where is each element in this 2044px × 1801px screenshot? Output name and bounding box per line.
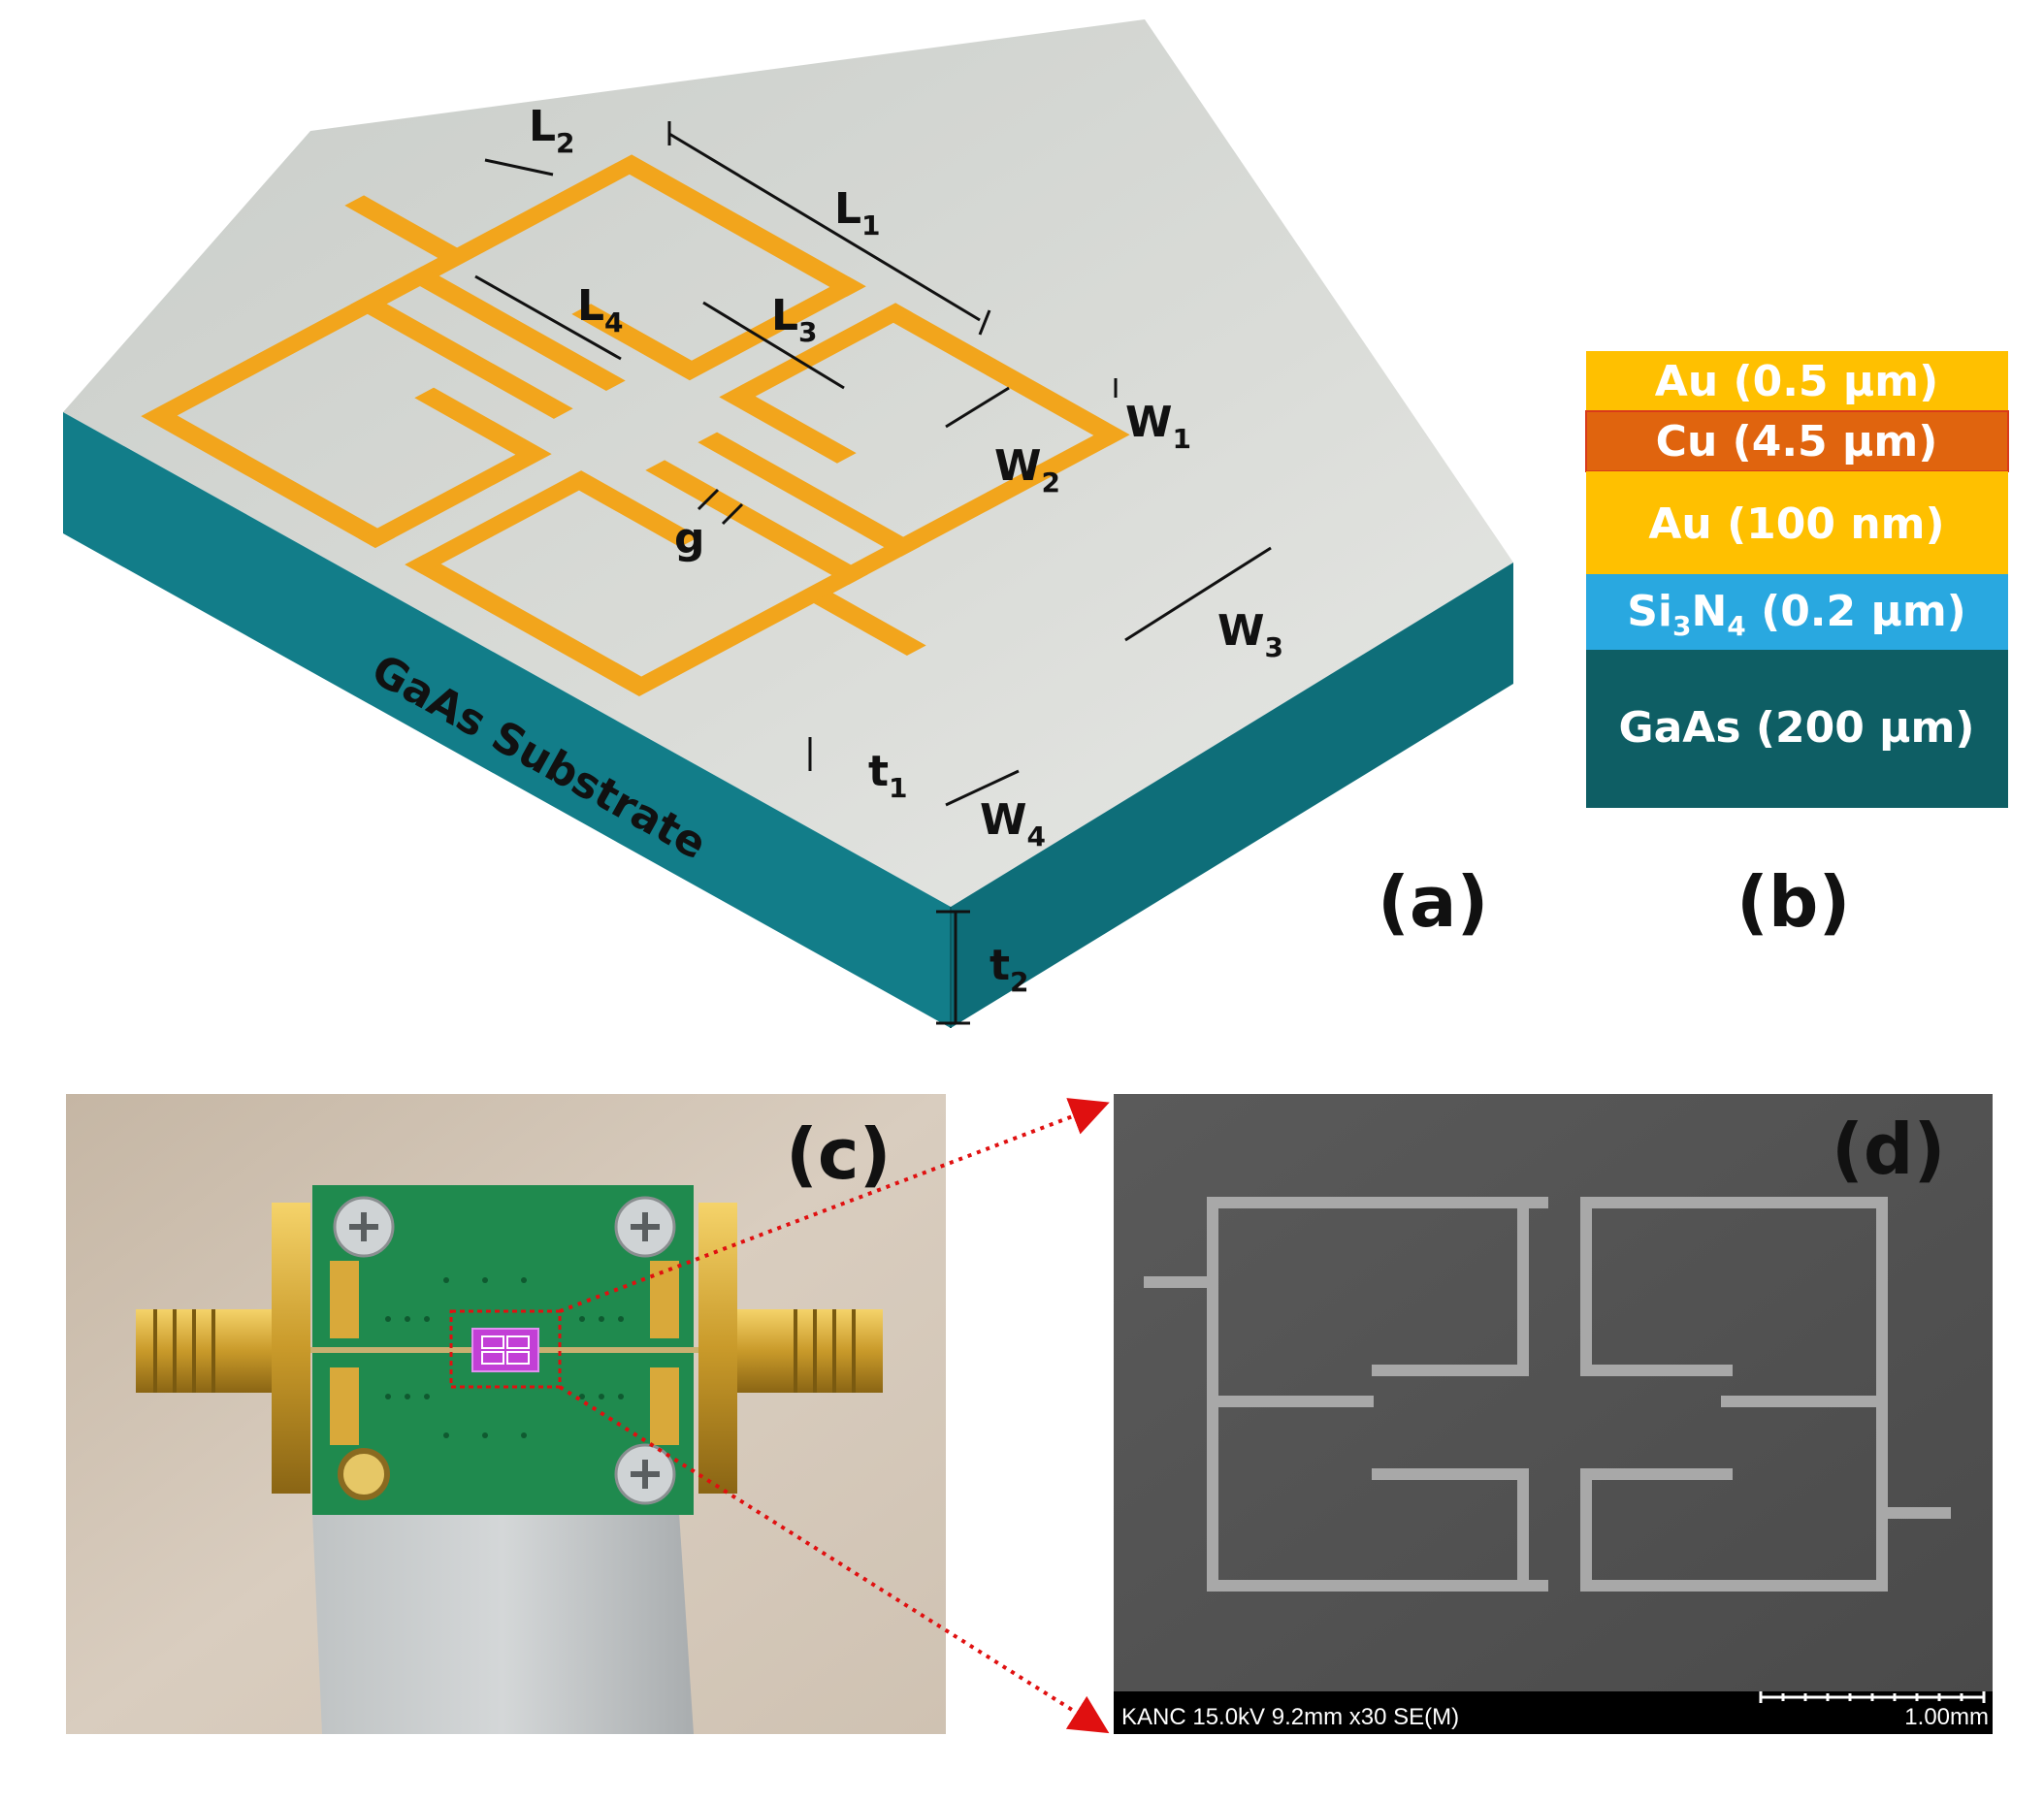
label-L4: L4 bbox=[577, 281, 624, 338]
label-W2: W2 bbox=[994, 441, 1060, 498]
sma-connector-right-icon bbox=[737, 1309, 883, 1393]
label-t2: t2 bbox=[990, 941, 1029, 998]
layer-au-seed-label: Au (100 nm) bbox=[1648, 499, 1944, 549]
sem-resonator bbox=[1144, 1197, 1951, 1592]
layer-si3n4-label: Si3N4 (0.2 µm) bbox=[1627, 587, 1966, 642]
layer-au-top-label: Au (0.5 µm) bbox=[1655, 357, 1938, 406]
fixture-block bbox=[312, 1513, 694, 1734]
panel-d-sem-image: KANC 15.0kV 9.2mm x30 SE(M) 1.00mm (d) bbox=[1114, 1094, 1993, 1734]
panel-c-photo: (c) bbox=[66, 1094, 946, 1734]
zoom-arrows bbox=[558, 1098, 1110, 1734]
substrate-front-face bbox=[63, 412, 951, 1028]
layer-gaas-label: GaAs (200 µm) bbox=[1619, 703, 1975, 753]
screw-icons bbox=[333, 1196, 676, 1505]
label-W4: W4 bbox=[980, 795, 1046, 852]
dimension-markers bbox=[474, 121, 1272, 1025]
layer-au-seed bbox=[1586, 471, 2008, 574]
device-chip bbox=[471, 1328, 539, 1372]
panel-label-d: (d) bbox=[1832, 1109, 1945, 1190]
layer-cu-label: Cu (4.5 µm) bbox=[1656, 417, 1938, 466]
panel-label-c: (c) bbox=[786, 1113, 892, 1195]
label-L1: L1 bbox=[834, 184, 881, 241]
layer-si3n4 bbox=[1586, 574, 2008, 650]
label-t1: t1 bbox=[868, 747, 908, 804]
panel-a-3d-model: L2 L1 L4 L3 W1 W2 g W3 t1 W4 t2 GaAs Sub… bbox=[63, 19, 1513, 1028]
label-L2: L2 bbox=[529, 102, 575, 159]
sem-scale-text: 1.00mm bbox=[1904, 1704, 1989, 1730]
layer-cu bbox=[1585, 410, 2009, 472]
right-clamp bbox=[698, 1203, 737, 1494]
label-g: g bbox=[674, 514, 705, 563]
panel-label-b: (b) bbox=[1736, 861, 1850, 943]
sem-scale-bar bbox=[1759, 1691, 1986, 1703]
label-W1: W1 bbox=[1125, 398, 1191, 455]
label-L3: L3 bbox=[771, 291, 818, 348]
sma-connector-left-icon bbox=[136, 1309, 272, 1393]
left-clamp bbox=[272, 1203, 310, 1494]
substrate-right-face bbox=[951, 563, 1513, 1028]
panel-b-layer-stack: Au (0.5 µm) Cu (4.5 µm) Au (100 nm) Si3N… bbox=[1585, 351, 2009, 943]
chip-highlight-box bbox=[449, 1309, 562, 1389]
layer-gaas bbox=[1586, 650, 2008, 808]
label-W3: W3 bbox=[1217, 606, 1283, 663]
panel-label-a: (a) bbox=[1378, 861, 1488, 943]
pcb-vias bbox=[385, 1277, 624, 1438]
layer-au-top bbox=[1586, 351, 2008, 411]
resonator-pattern bbox=[141, 154, 1130, 697]
sem-info-text: KANC 15.0kV 9.2mm x30 SE(M) bbox=[1121, 1704, 1459, 1730]
